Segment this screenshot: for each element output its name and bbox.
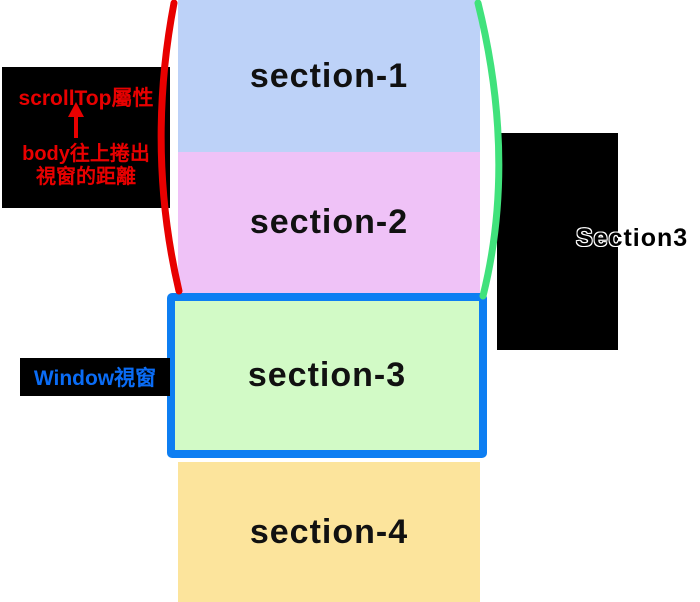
section-4-block: section-4 bbox=[178, 462, 480, 602]
section-1-block: section-1 bbox=[178, 0, 480, 152]
scrolltop-description: body往上捲出 視窗的距離 bbox=[2, 143, 170, 189]
scrolltop-callout-box: scrollTop屬性 body往上捲出 視窗的距離 bbox=[2, 67, 170, 208]
scrolltop-desc-line2: 視窗的距離 bbox=[36, 166, 136, 188]
section-2-block: section-2 bbox=[178, 152, 480, 293]
section-4-label: section-4 bbox=[249, 512, 409, 551]
section-3-label: section-3 bbox=[247, 356, 407, 394]
scrolltop-title: scrollTop屬性 bbox=[18, 87, 154, 110]
section3-callout-label: Section3 bbox=[576, 224, 689, 252]
section-2-label: section-2 bbox=[249, 203, 409, 241]
scrolltop-desc-line1: body往上捲出 bbox=[22, 143, 150, 165]
right-green-bracket bbox=[474, 0, 503, 300]
window-callout-box: Window視窗 bbox=[20, 358, 170, 396]
section-1-label: section-1 bbox=[249, 56, 409, 95]
window-label: Window視窗 bbox=[33, 367, 157, 390]
window-viewport-frame: section-3 bbox=[167, 293, 487, 458]
section3-callout-box bbox=[497, 133, 618, 350]
